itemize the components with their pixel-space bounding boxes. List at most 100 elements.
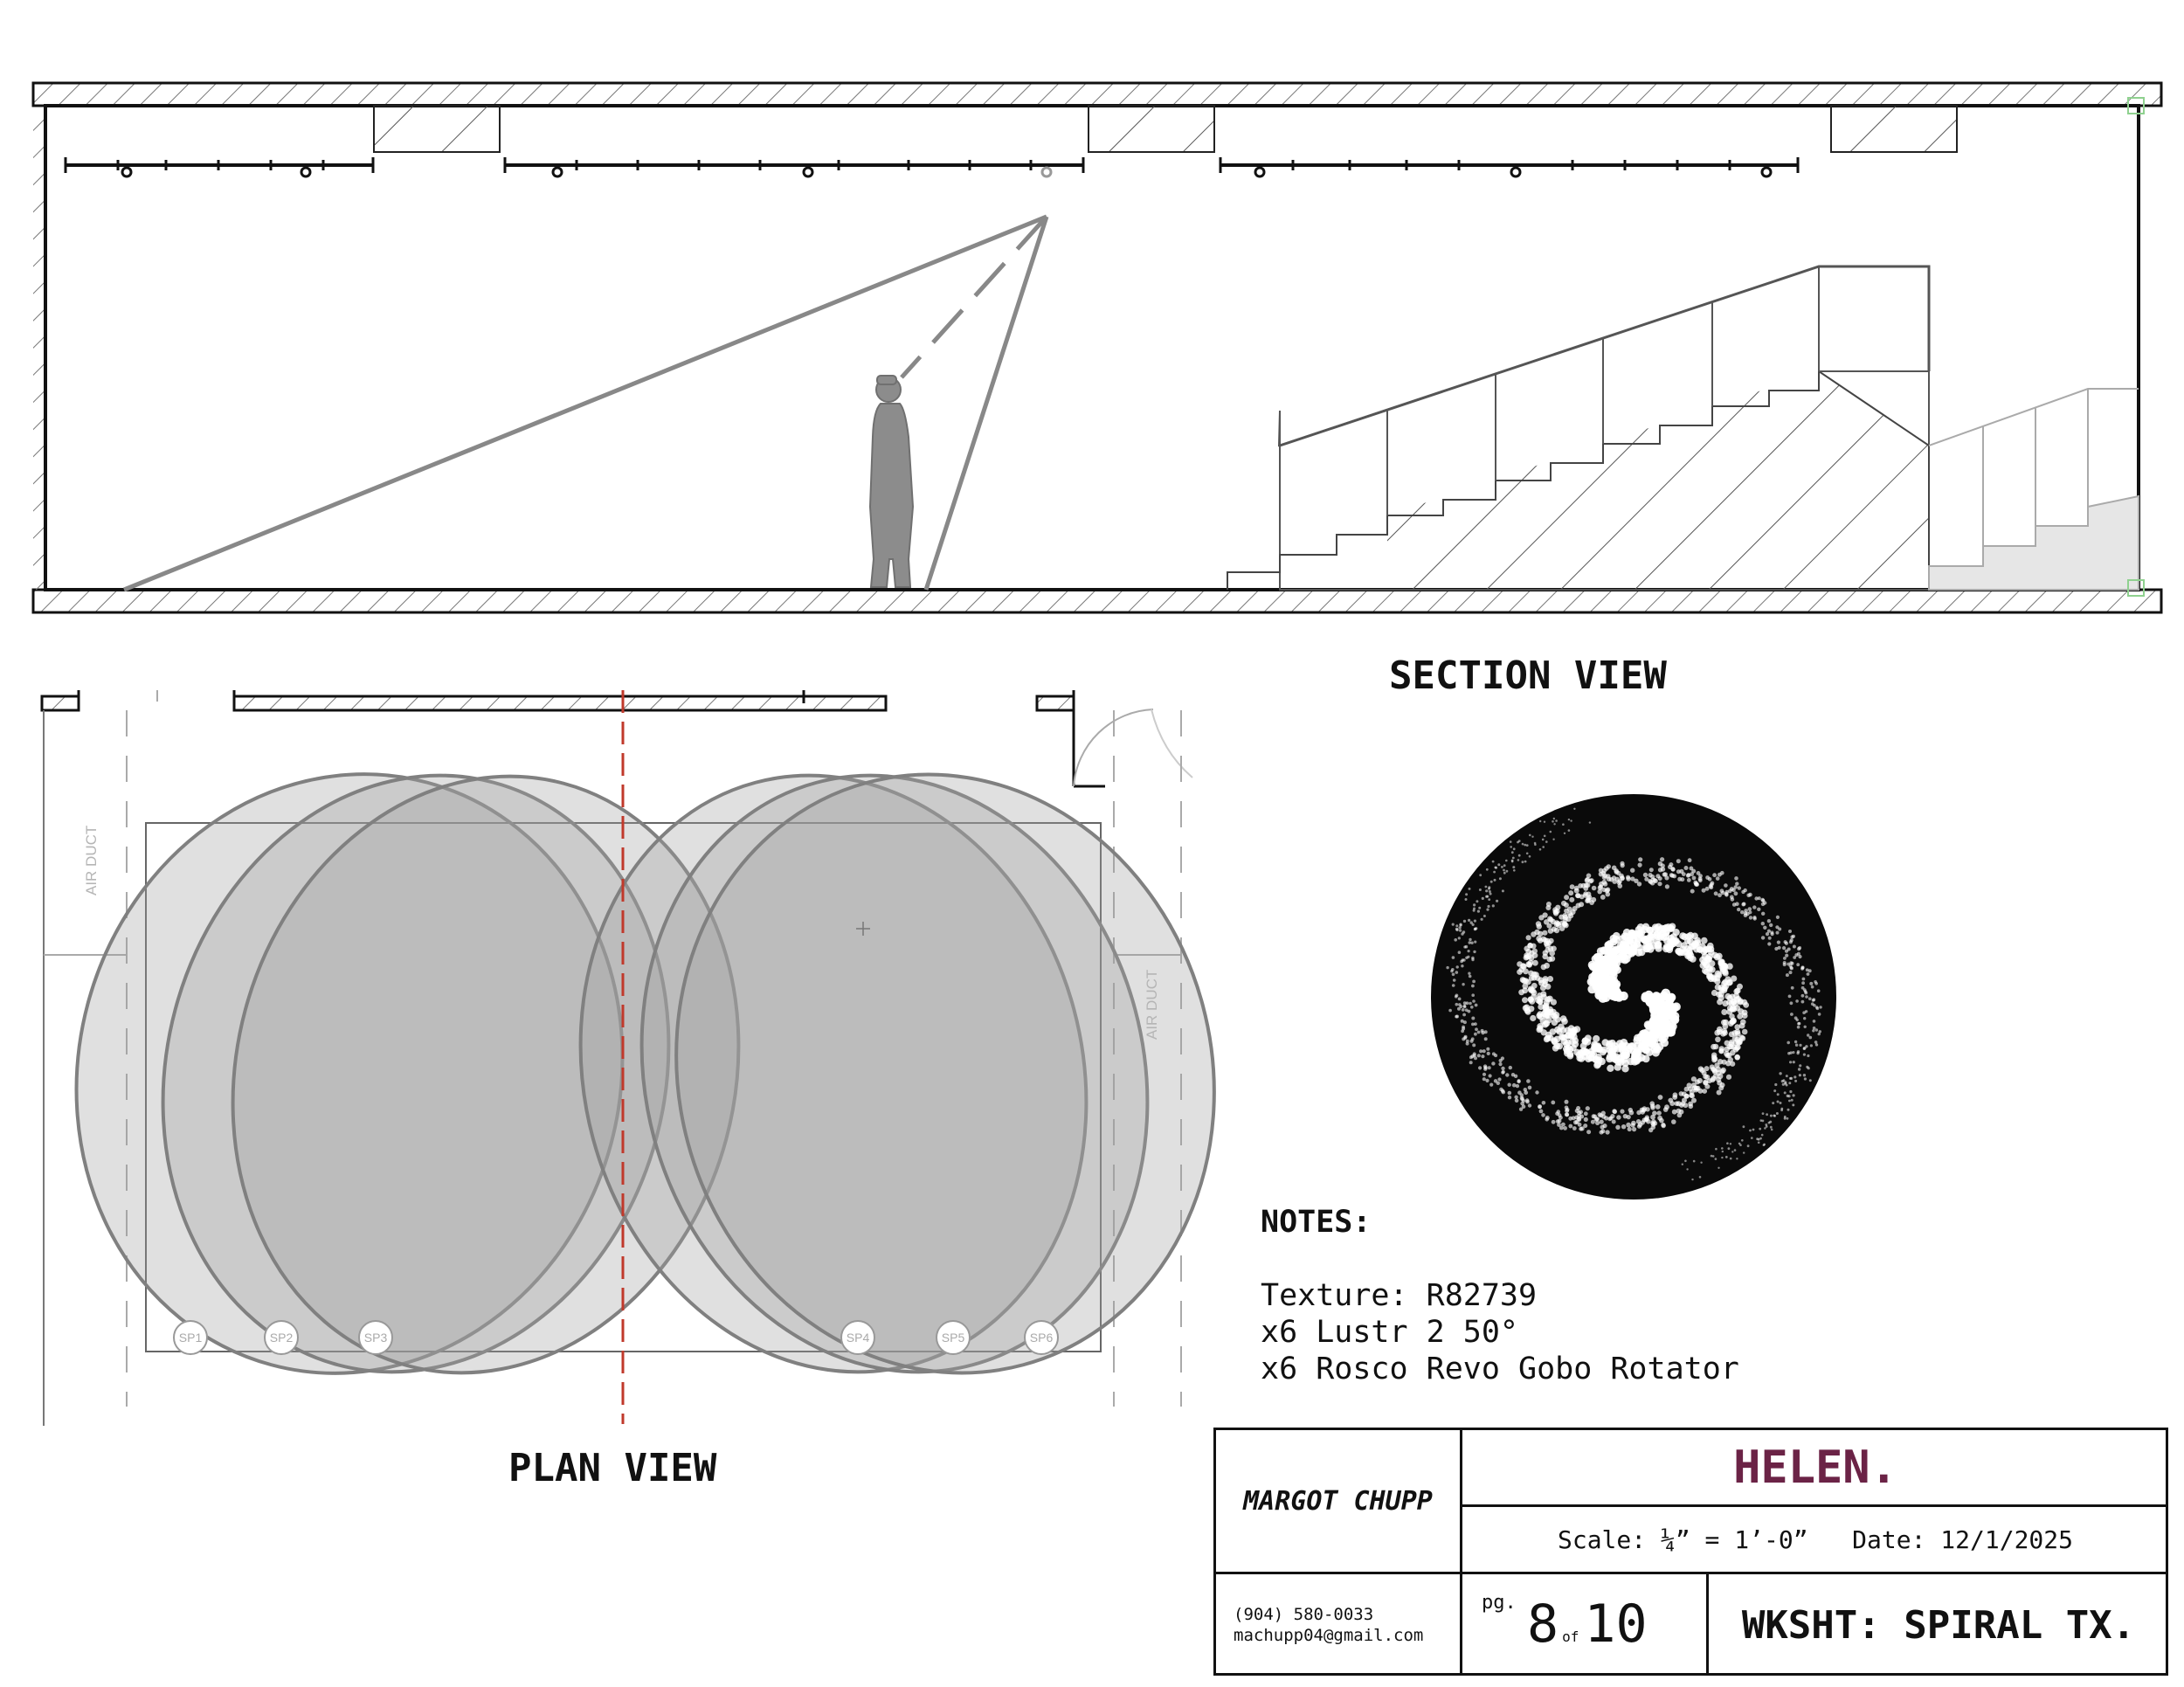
gobo-dot	[1547, 945, 1554, 952]
gobo-dot	[1542, 950, 1549, 956]
gobo-dot	[1497, 863, 1501, 867]
gobo-dot	[1524, 1008, 1531, 1015]
gobo-dot	[1756, 1137, 1759, 1141]
gobo-dot	[1605, 891, 1611, 897]
gobo-dot	[1727, 1147, 1731, 1151]
gobo-dot	[1554, 1016, 1561, 1023]
gobo-dot	[1473, 950, 1476, 954]
gobo-dot	[1784, 949, 1789, 953]
gobo-dot	[1543, 820, 1546, 823]
gobo-dot	[1733, 988, 1740, 995]
svg-text:SP2: SP2	[270, 1331, 294, 1345]
gobo-dot	[1690, 1076, 1697, 1082]
gobo-dot	[1480, 1028, 1484, 1033]
gobo-dot	[1549, 830, 1552, 833]
gobo-dot	[1583, 1117, 1588, 1122]
gobo-dot	[1812, 1020, 1816, 1023]
fixture-sp1[interactable]: SP1	[173, 1320, 208, 1355]
gobo-dot	[1747, 907, 1752, 911]
gobo-dot	[1721, 1147, 1724, 1150]
gobo-dot	[1524, 843, 1527, 847]
human-figure	[868, 375, 915, 588]
gobo-dot	[1787, 1095, 1791, 1098]
gobo-dot	[1501, 889, 1504, 893]
gobo-dot	[1810, 985, 1814, 989]
gobo-dot	[1655, 1104, 1661, 1110]
gobo-dot	[1454, 995, 1458, 999]
gobo-dot	[1568, 890, 1574, 896]
gobo-dot	[1505, 869, 1509, 873]
gobo-dot	[1524, 952, 1530, 958]
gobo-dot	[1730, 895, 1734, 900]
gobo-dot	[1565, 1039, 1572, 1047]
gobo-dot	[1472, 1054, 1476, 1058]
gobo-dot	[1700, 1161, 1703, 1164]
gobo-dot	[1501, 1070, 1505, 1075]
gobo-dot	[1717, 1059, 1724, 1065]
gobo-dot	[1491, 904, 1495, 908]
gobo-dot	[1471, 984, 1475, 988]
gobo-dot	[1455, 965, 1459, 969]
gobo-dot	[1766, 1113, 1768, 1117]
gobo-dot	[1601, 887, 1607, 893]
gobo-dot	[1769, 1125, 1773, 1129]
gobo-dot	[1724, 1053, 1731, 1059]
fixture-sp6[interactable]: SP6	[1024, 1320, 1059, 1355]
gobo-dot	[1518, 989, 1524, 996]
gobo-dot	[1524, 1004, 1531, 1011]
gobo-dot	[1562, 823, 1565, 826]
gobo-dot	[1590, 971, 1600, 980]
gobo-dot	[1761, 1112, 1765, 1115]
fixture-sp5[interactable]: SP5	[936, 1320, 971, 1355]
gobo-dot	[1730, 1061, 1736, 1067]
gobo-dot	[1613, 1056, 1621, 1064]
beam-section	[123, 214, 1049, 592]
gobo-dot	[1681, 1163, 1684, 1165]
gobo-dot	[1638, 857, 1643, 862]
gobo-dot	[1568, 1116, 1573, 1121]
gobo-dot	[1789, 1061, 1793, 1064]
gobo-dot	[1599, 1113, 1604, 1118]
gobo-dot	[1594, 1061, 1602, 1068]
gobo-dot	[1817, 1013, 1821, 1016]
gobo-dot	[1670, 867, 1676, 872]
fixture-sp3[interactable]: SP3	[358, 1320, 393, 1355]
gobo-dot	[1599, 1130, 1604, 1135]
gobo-dot	[1489, 1082, 1494, 1087]
gobo-dot	[1719, 1068, 1725, 1075]
gobo-dot	[1691, 868, 1697, 874]
gobo-dot	[1779, 1072, 1782, 1075]
fixture-sp4[interactable]: SP4	[840, 1320, 875, 1355]
gobo-dot	[1720, 870, 1724, 875]
gobo-dot	[1657, 868, 1663, 873]
gobo-dot	[1754, 896, 1759, 901]
gobo-dot	[1707, 973, 1714, 980]
plan-side-walls	[43, 710, 1182, 1426]
gobo-dot	[1794, 1043, 1799, 1047]
gobo-dot	[1467, 955, 1470, 958]
gobo-dot	[1498, 877, 1502, 881]
gobo-dot	[1473, 903, 1476, 907]
fixture-sp2[interactable]: SP2	[264, 1320, 299, 1355]
gobo-dot	[1757, 896, 1761, 901]
gobo-dot	[1591, 885, 1597, 891]
gobo-dot	[1706, 1078, 1712, 1084]
gobo-dot	[1469, 1061, 1473, 1065]
gobo-dot	[1451, 956, 1455, 959]
gobo-dot	[1468, 971, 1471, 975]
gobo-dot	[1548, 937, 1554, 944]
contact-email[interactable]: machupp04@gmail.com	[1234, 1626, 1424, 1645]
gobo-dot	[1564, 1027, 1572, 1034]
gobo-dot	[1766, 929, 1771, 933]
gobo-dot	[1590, 1119, 1595, 1124]
gobo-dot	[1539, 819, 1542, 823]
gobo-dot	[1814, 982, 1818, 985]
gobo-dot	[1545, 1017, 1552, 1024]
gobo-dot	[1683, 1093, 1690, 1099]
gobo-dot	[1585, 1106, 1590, 1111]
gobo-dot	[1537, 937, 1544, 944]
gobo-dot	[1541, 1101, 1546, 1105]
gobo-dot	[1601, 875, 1607, 881]
beam-ellipses	[74, 772, 1216, 1375]
